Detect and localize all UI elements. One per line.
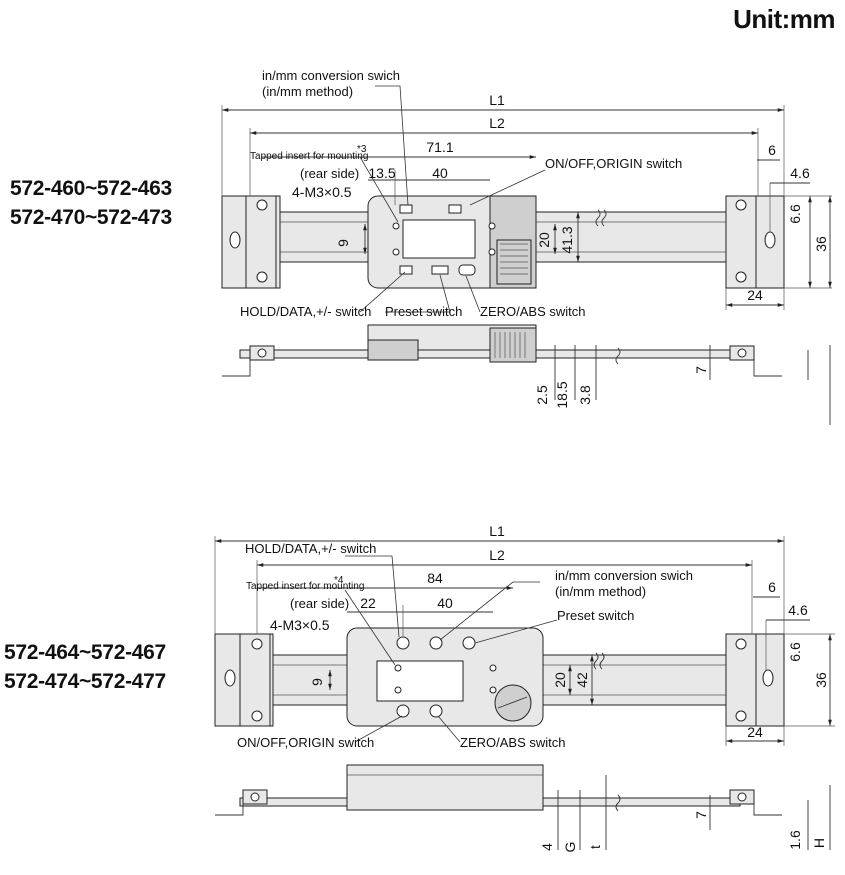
bottom-tapped-label: Tapped insert for mounting xyxy=(246,581,364,592)
top-d40: 40 xyxy=(432,165,448,181)
bottom-model-numbers: 572-464~572-467 572-474~572-477 xyxy=(4,638,166,696)
bottom-d42: 42 xyxy=(574,672,590,688)
bottom-hold-label: HOLD/DATA,+/- switch xyxy=(245,541,376,556)
top-tapped-note: *3 xyxy=(357,144,367,155)
bottom-d1-6: 1.6 xyxy=(787,830,803,850)
top-d6: 6 xyxy=(768,142,776,158)
top-d6-6: 6.6 xyxy=(787,204,803,224)
bottom-H: H xyxy=(811,838,827,848)
bottom-d36: 36 xyxy=(813,672,829,688)
top-d71: 71.1 xyxy=(426,139,453,155)
bottom-d6-6: 6.6 xyxy=(787,642,803,662)
bottom-d24: 24 xyxy=(747,724,763,740)
top-in-mm-label-2: (in/mm method) xyxy=(262,84,353,99)
top-d4-6: 4.6 xyxy=(790,165,810,181)
top-d13-5: 13.5 xyxy=(368,165,395,181)
top-side-view xyxy=(222,324,782,377)
top-d36: 36 xyxy=(813,236,829,252)
top-display-unit xyxy=(367,195,537,289)
bottom-model-line-2: 572-474~572-477 xyxy=(4,670,166,693)
bottom-zero-label: ZERO/ABS switch xyxy=(460,735,565,750)
bottom-d4-6: 4.6 xyxy=(788,602,808,618)
bottom-d7: 7 xyxy=(693,811,709,819)
top-model-line-1: 572-460~572-463 xyxy=(10,177,172,200)
bottom-L1: L1 xyxy=(489,523,505,539)
bottom-in-mm-label-2: (in/mm method) xyxy=(555,584,646,599)
bottom-rear-side: (rear side) xyxy=(290,596,349,611)
bottom-in-mm-label-1: in/mm conversion swich xyxy=(555,568,693,583)
bottom-right-end-block xyxy=(725,633,785,727)
bottom-d40: 40 xyxy=(437,595,453,611)
bottom-d9: 9 xyxy=(309,678,325,686)
bottom-left-end-block xyxy=(214,633,274,727)
top-d41-3: 41.3 xyxy=(559,226,575,253)
top-onoff-label: ON/OFF,ORIGIN switch xyxy=(545,156,682,171)
top-model-numbers: 572-460~572-463 572-470~572-473 xyxy=(10,174,172,232)
bottom-d20: 20 xyxy=(552,672,568,688)
top-drawing: in/mm conversion swich (in/mm method) L1… xyxy=(221,68,832,425)
top-d3-8: 3.8 xyxy=(577,385,593,405)
bottom-d4: 4 xyxy=(539,843,555,851)
top-L2: L2 xyxy=(489,115,505,131)
top-thread-label: 4-M3×0.5 xyxy=(292,184,352,200)
top-tapped-label: Tapped insert for mounting xyxy=(250,151,368,162)
unit-label: Unit:mm xyxy=(733,4,835,34)
bottom-tapped-note: *4 xyxy=(334,575,344,586)
top-in-mm-label-1: in/mm conversion swich xyxy=(262,68,400,83)
top-d2-5: 2.5 xyxy=(534,385,550,405)
top-model-line-2: 572-470~572-473 xyxy=(10,206,172,229)
bottom-L2: L2 xyxy=(489,547,505,563)
top-d20: 20 xyxy=(536,232,552,248)
bottom-d6: 6 xyxy=(768,579,776,595)
bottom-onoff-label: ON/OFF,ORIGIN switch xyxy=(237,735,374,750)
bottom-G: G xyxy=(562,842,578,853)
top-left-end-block xyxy=(221,195,281,289)
bottom-side-view xyxy=(215,764,782,816)
top-L1: L1 xyxy=(489,92,505,108)
bottom-preset-label: Preset switch xyxy=(557,608,634,623)
bottom-display-unit xyxy=(346,627,544,727)
bottom-t: t xyxy=(587,845,603,849)
bottom-thread-label: 4-M3×0.5 xyxy=(270,617,330,633)
top-hold-label: HOLD/DATA,+/- switch xyxy=(240,304,371,319)
top-rear-side: (rear side) xyxy=(300,166,359,181)
top-preset-label: Preset switch xyxy=(385,304,462,319)
top-zero-label: ZERO/ABS switch xyxy=(480,304,585,319)
top-d18-5: 18.5 xyxy=(554,381,570,408)
top-right-end-block xyxy=(725,195,785,289)
bottom-drawing: L1 HOLD/DATA,+/- switch L2 in/mm convers… xyxy=(214,523,835,853)
top-d24: 24 xyxy=(747,287,763,303)
bottom-d84: 84 xyxy=(427,570,443,586)
top-d9: 9 xyxy=(335,239,351,247)
top-d7: 7 xyxy=(693,366,709,374)
bottom-d22: 22 xyxy=(360,595,376,611)
bottom-model-line-1: 572-464~572-467 xyxy=(4,641,166,664)
